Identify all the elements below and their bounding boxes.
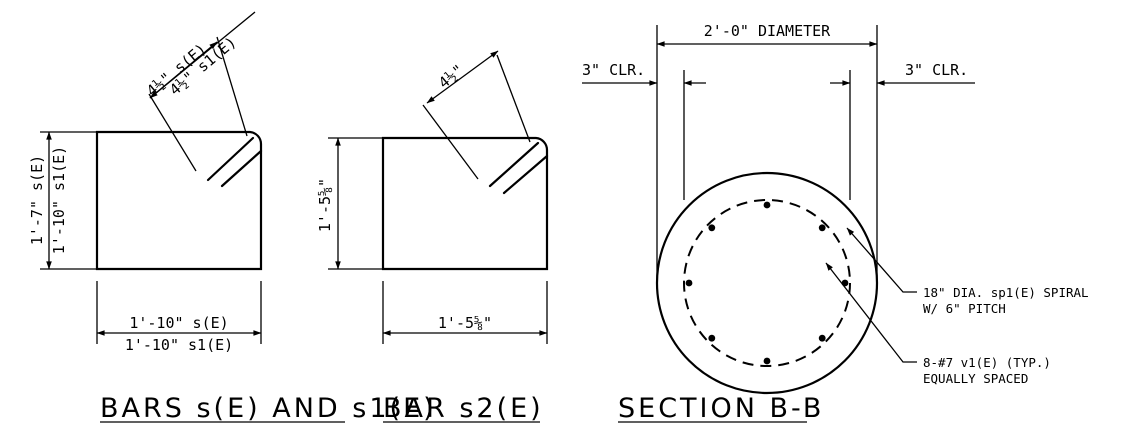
spiral-dashed-circle	[683, 199, 851, 367]
bar-s2-diag-dim	[426, 50, 499, 104]
bar-s-hook-1	[206, 136, 255, 182]
spiral-note-line1: 18" DIA. sp1(E) SPIRAL	[923, 285, 1089, 300]
bar-s-height-s1: 1'-10" s1(E)	[50, 146, 68, 254]
rebar-dot	[818, 334, 826, 342]
bar-s-outline	[95, 130, 263, 271]
rebar-dot	[763, 357, 771, 365]
bar-s2-outline	[381, 136, 549, 271]
rebar-dot	[763, 201, 771, 209]
spiral-leader	[846, 227, 917, 293]
bar-s-hook-2	[220, 149, 263, 188]
bar-s2-hook-2	[502, 154, 549, 195]
bar-s2-height: 1'-5⅝"	[316, 178, 334, 232]
clr-left-label: 3" CLR.	[582, 61, 645, 79]
rebar-dot	[708, 334, 716, 342]
bar-s-width-s: 1'-10" s(E)	[129, 314, 228, 332]
section-detail: 2'-0" DIAMETER 3" CLR. 3" CLR. 18" DIA. …	[582, 22, 1089, 424]
longitudinal-bars	[685, 201, 849, 365]
bars-note-line1: 8-#7 v1(E) (TYP.)	[923, 355, 1051, 370]
rebar-dot	[685, 279, 693, 287]
section-title: SECTION B-B	[618, 393, 824, 424]
bar-s2-hook-1	[488, 141, 540, 188]
bar-s-detail: 4½" s(E) 4½" s1(E) 1'-7" s(E) 1'-10" s1(…	[28, 11, 437, 424]
bar-s2-dim-45: 4½"	[435, 61, 467, 92]
bar-s-height-s: 1'-7" s(E)	[28, 155, 46, 245]
bar-s2-width: 1'-5⅝"	[438, 314, 492, 332]
bar-s2-title: BAR s2(E)	[383, 393, 544, 424]
bar-s-ext-line	[216, 36, 248, 137]
bar-s-title: BARS s(E) AND s1(E)	[100, 393, 437, 424]
bar-s2-ext-line	[496, 54, 531, 143]
rebar-dot	[818, 224, 826, 232]
bar-s2-detail: 4½" 1'-5⅝" 1'-5⅝" BAR s2(E)	[316, 50, 549, 424]
bar-s2-ext-line	[422, 104, 479, 180]
bar-s-width-s1: 1'-10" s1(E)	[125, 336, 233, 354]
bar-s-diag-leader	[149, 11, 256, 99]
diameter-label: 2'-0" DIAMETER	[704, 22, 831, 40]
bars-note-line2: EQUALLY SPACED	[923, 371, 1028, 386]
bars-leader	[825, 262, 917, 363]
rebar-dot	[708, 224, 716, 232]
clr-right-label: 3" CLR.	[905, 61, 968, 79]
spiral-note-line2: W/ 6" PITCH	[923, 301, 1006, 316]
bar-s-ext-line	[148, 93, 197, 172]
